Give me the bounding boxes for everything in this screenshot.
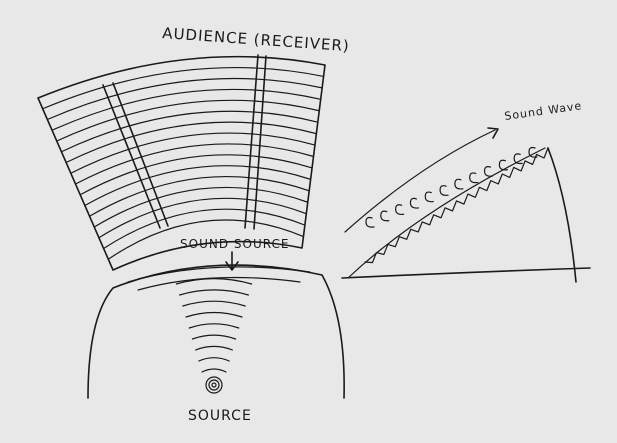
source-label: SOURCE <box>188 408 252 424</box>
sound-source-label: SOUND SOURCE <box>180 237 289 251</box>
